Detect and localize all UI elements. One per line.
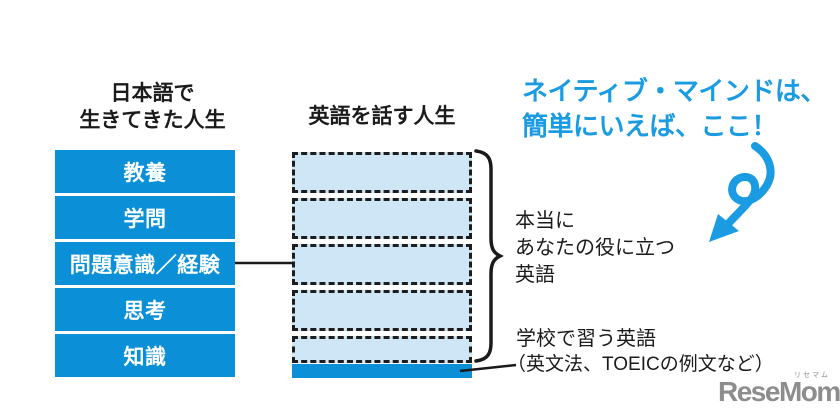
right-column-header: 英語を話す人生 (308, 105, 456, 128)
school-english-label: 学校で習う英語 （英文法、TOEICの例文など） (507, 326, 774, 378)
watermark: リセマム ReseMom. (718, 370, 840, 406)
right-curly-brace-icon (474, 149, 504, 363)
dashed-box-2 (292, 198, 472, 239)
left-column-header: 日本語で 生きてきた人生 (40, 80, 265, 134)
dashed-box-5 (292, 336, 472, 363)
callout-line2: 簡単にいえば、ここ！ (522, 111, 778, 141)
school-line1: 学校で習う英語 (516, 328, 656, 350)
callout-line1: ネイティブ・マインドは、 (522, 76, 826, 106)
box-shikou: 思考 (55, 288, 235, 331)
left-header-line2: 生きてきた人生 (79, 109, 226, 132)
school-english-bar (292, 364, 472, 378)
useful-line2: あなたの役に立つ (515, 237, 675, 259)
box-chishiki: 知識 (55, 334, 235, 377)
left-header-line1: 日本語で (110, 82, 195, 105)
left-column-boxes: 教養 学問 問題意識／経験 思考 知識 (55, 150, 235, 377)
resemom-logo: ReseMom. (718, 376, 840, 407)
right-column-boxes (292, 152, 472, 363)
curly-arrow-head-icon (709, 214, 739, 242)
useful-line3: 英語 (515, 264, 555, 286)
box-mondaiishiki-keiken: 問題意識／経験 (55, 242, 235, 285)
dashed-box-4 (292, 290, 472, 331)
watermark-katakana: リセマム (794, 372, 830, 379)
box-gakumon: 学問 (55, 196, 235, 239)
native-mind-callout: ネイティブ・マインドは、 簡単にいえば、ここ！ (522, 74, 840, 144)
dashed-box-3 (292, 244, 472, 285)
dashed-box-1 (292, 152, 472, 193)
box-kyouyou: 教養 (55, 150, 235, 193)
curly-arrow-icon (724, 142, 775, 228)
useful-line1: 本当に (515, 210, 575, 232)
school-line2: （英文法、TOEICの例文など） (507, 354, 774, 375)
useful-english-label: 本当に あなたの役に立つ 英語 (515, 208, 675, 289)
